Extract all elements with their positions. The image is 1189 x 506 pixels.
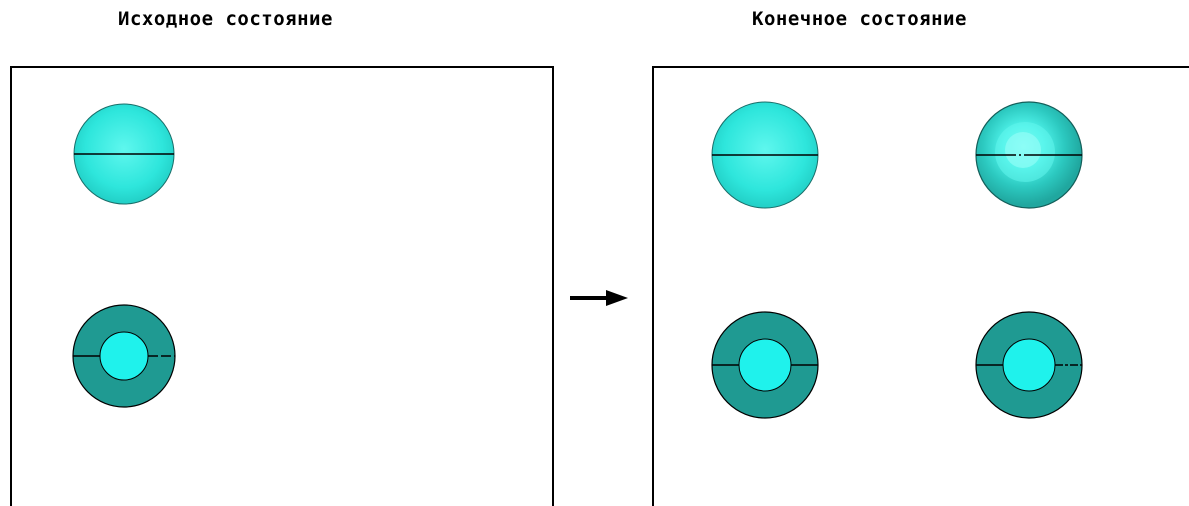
final-glowing-sphere [975, 101, 1083, 209]
initial-hollow-sphere [72, 304, 176, 408]
final-solid-sphere [711, 101, 819, 209]
transition-arrow-icon [570, 290, 628, 306]
final-hollow-sphere-2 [975, 311, 1083, 419]
final-state-title: Конечное состояние [752, 8, 967, 30]
initial-solid-sphere [73, 103, 175, 205]
final-hollow-sphere [711, 311, 819, 419]
initial-state-title: Исходное состояние [118, 8, 333, 30]
